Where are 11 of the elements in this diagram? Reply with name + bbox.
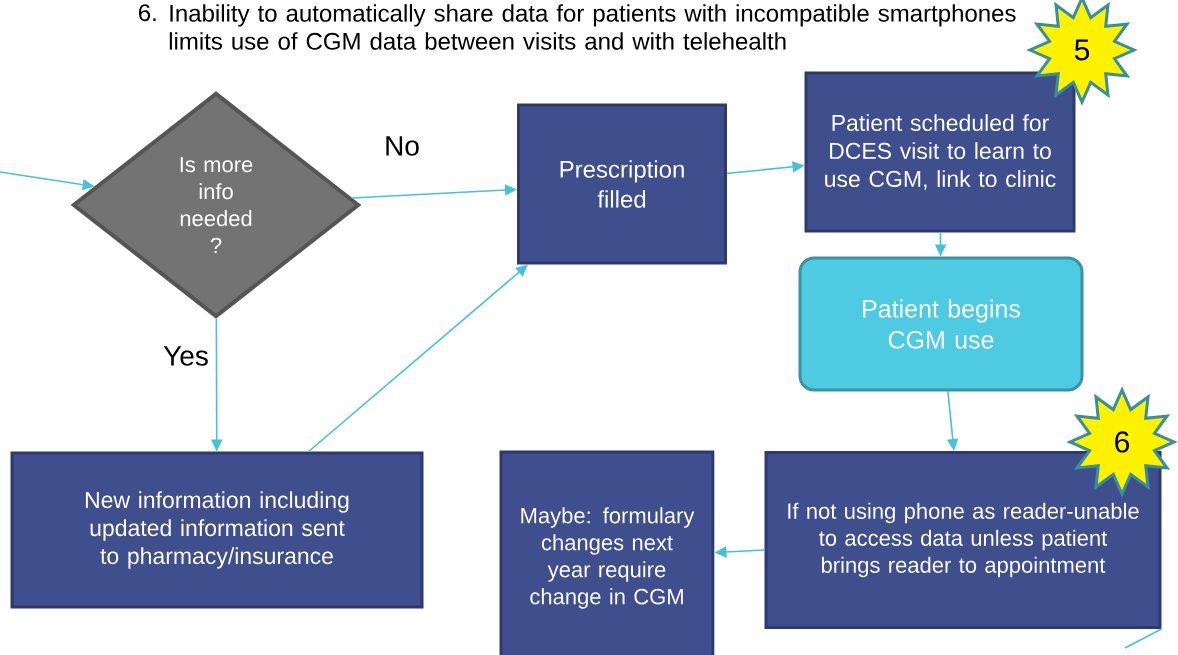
heading-text: Inability to automatically share data for patients with incompatible smartphones limits use of CGM data between visits and with telehealth — [169, 4, 1016, 50]
process-box: New information including updated information sent to pharmacy/insurance — [10, 451, 424, 609]
arrow — [307, 264, 528, 453]
process-box: Patient begins CGM use — [798, 256, 1084, 392]
number-starburst: 5 — [1026, 0, 1138, 106]
edge-label: No — [386, 136, 419, 156]
process-box: Maybe: formulary changes next year require change in CGM — [499, 450, 715, 655]
list-number: 6. — [139, 4, 156, 22]
process-box: Patient scheduled for DCES visit to learn to use CGM, link to clinic — [804, 71, 1076, 233]
process-box: Prescription filled — [517, 103, 727, 265]
edge-label: Yes — [163, 346, 208, 366]
